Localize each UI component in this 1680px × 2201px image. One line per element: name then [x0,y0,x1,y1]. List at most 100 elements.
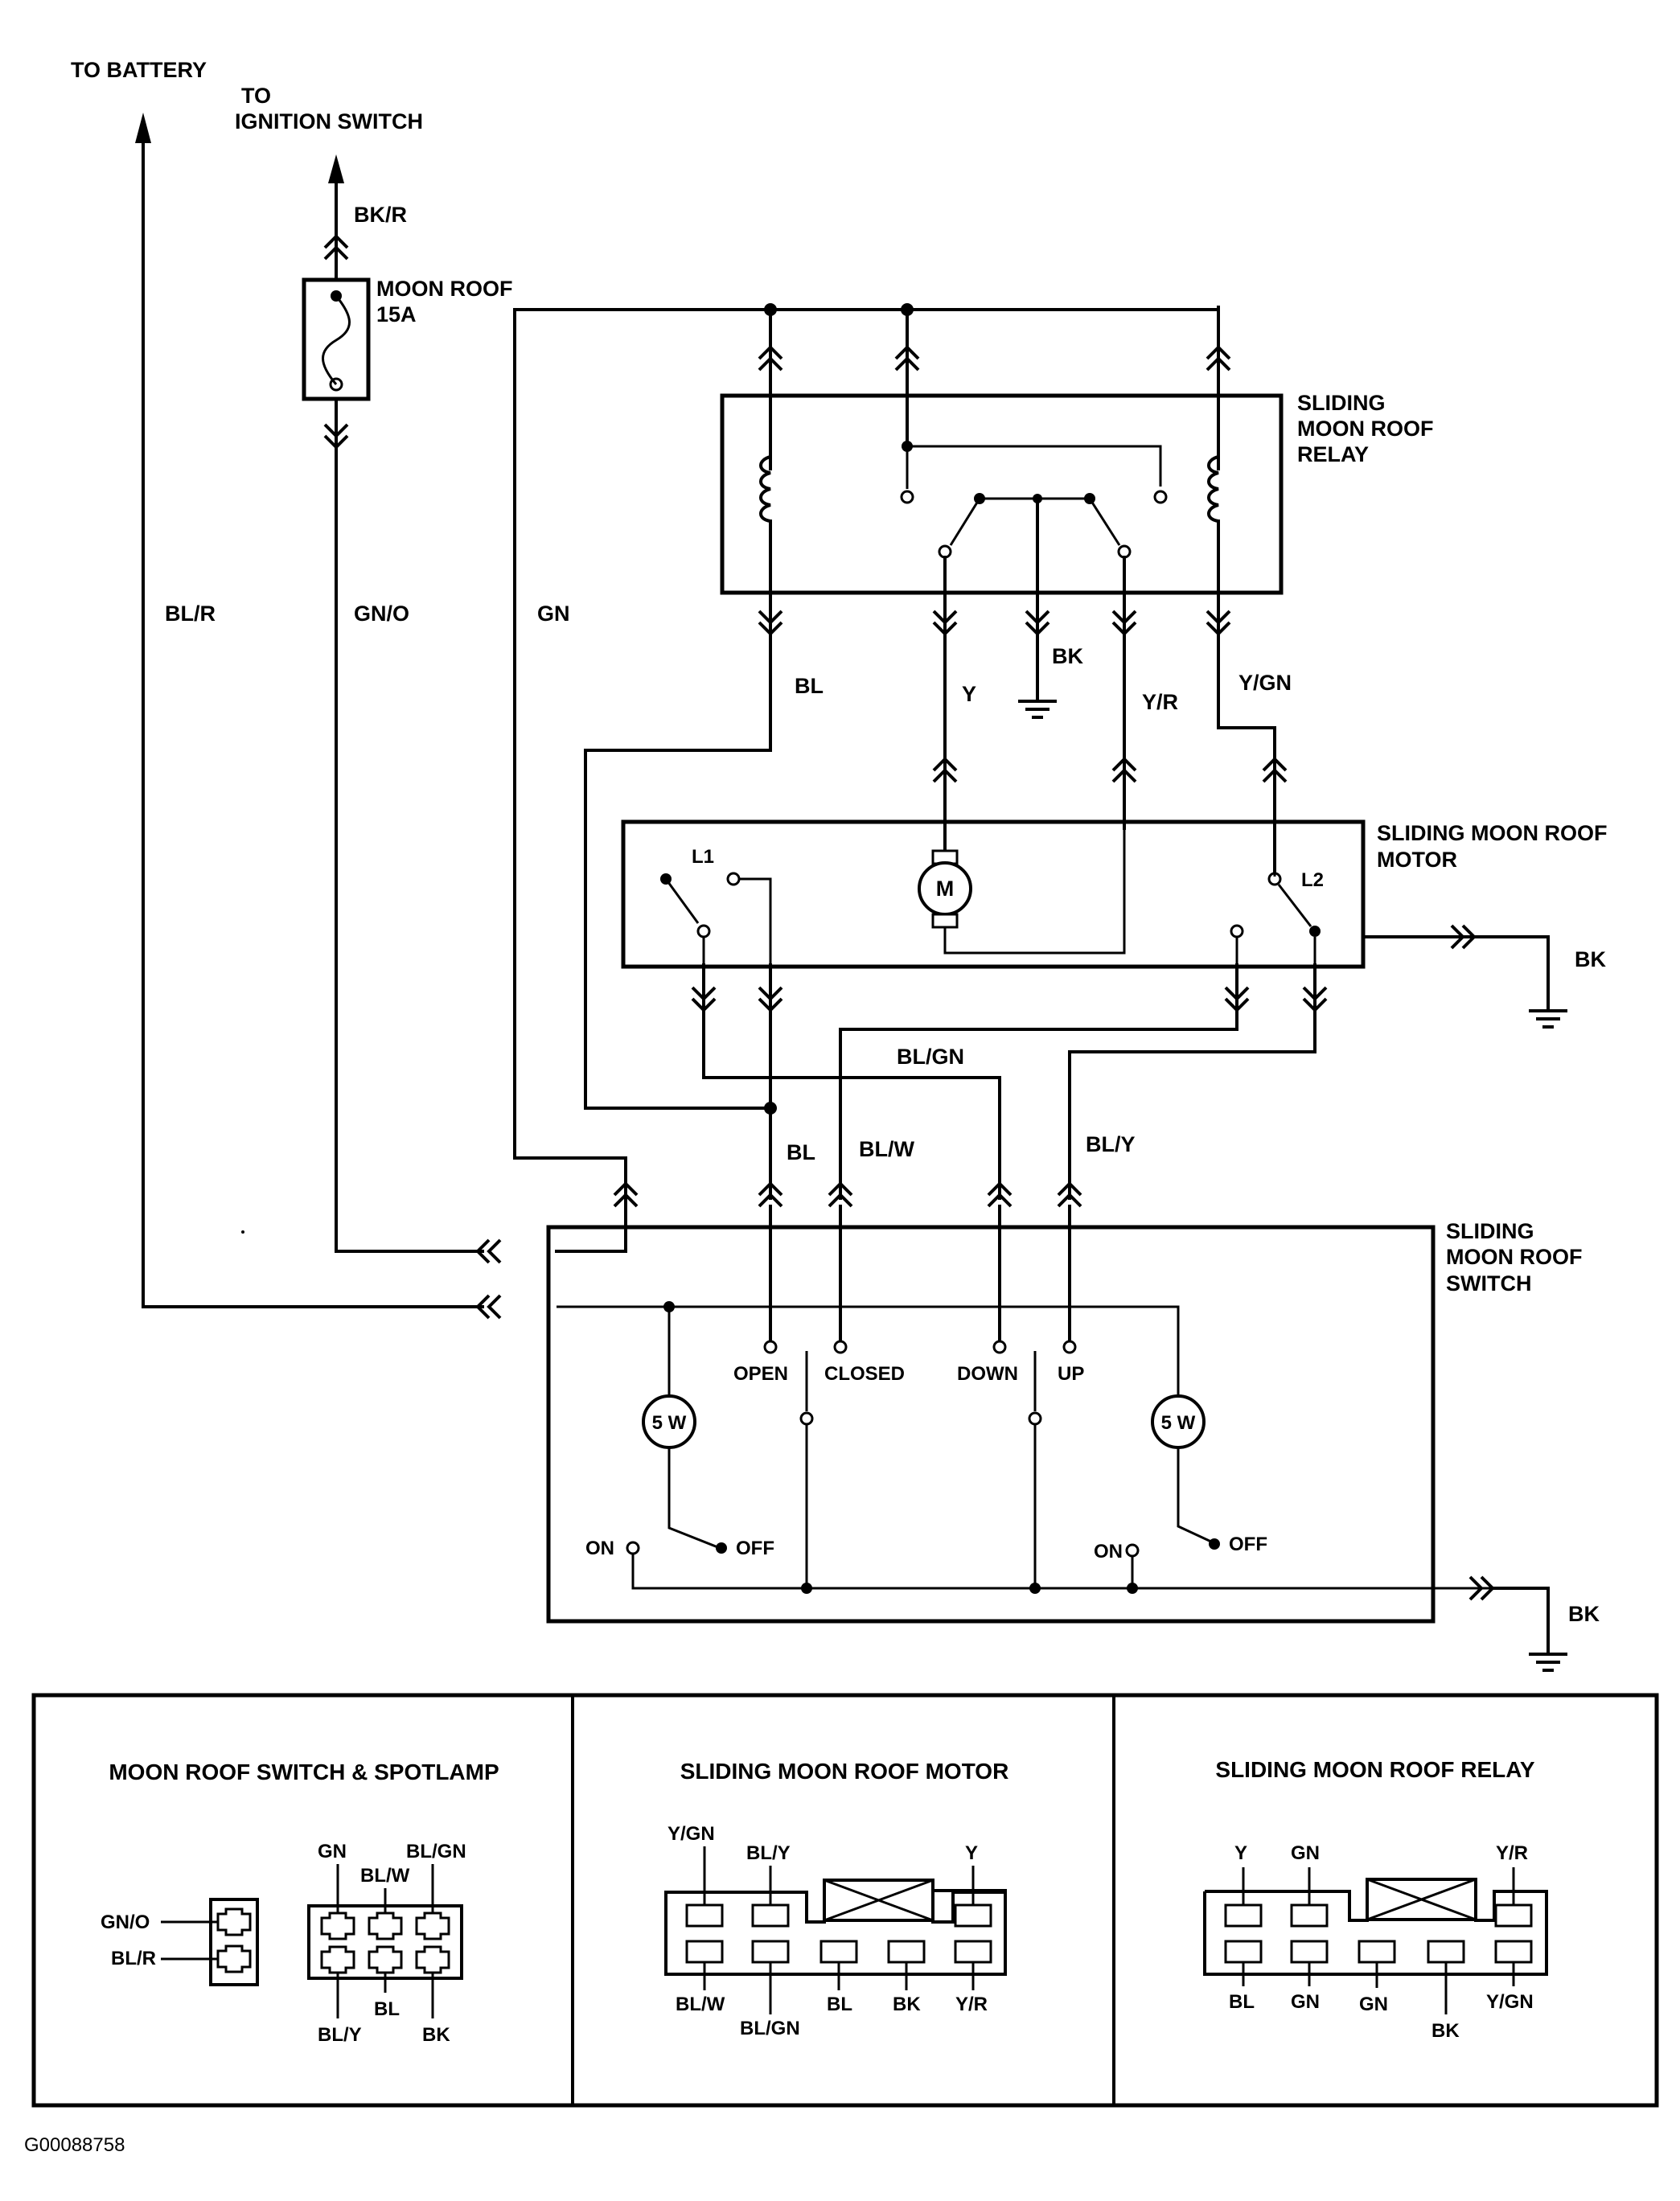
relay-ground-icon [1017,690,1058,719]
panel-2-title: SLIDING MOON ROOF MOTOR [680,1759,1009,1784]
switch-ground-icon [1527,1643,1569,1672]
switch-bk-label: BK [1568,1602,1600,1626]
down-label: DOWN [957,1363,1018,1385]
spotlamp-left-rating: 5 W [652,1412,687,1434]
motor-connector: SLIDING MOON ROOF MOTOR Y/GN BL/Y Y [664,1759,1009,2039]
on-left-label: ON [585,1538,614,1559]
relay-pin-y: Y [1234,1842,1247,1864]
pin-bl: BL [374,1998,400,2020]
bl-r-label: BL/R [165,602,216,626]
switch-label-2: MOON ROOF [1446,1245,1583,1269]
sliding-moon-roof-motor: SLIDING MOON ROOF MOTOR M L1 L2 BK [621,819,1608,1029]
switch-box [546,1225,1436,1624]
relay-motor-wiring [584,658,1288,1110]
relay-label-3: RELAY [1297,442,1369,466]
motor-pin-bl-w: BL/W [676,1994,725,2015]
switch-spotlamp-connector: MOON ROOF SWITCH & SPOTLAMP GN/O BL/R GN… [101,1760,499,2046]
motor-ground-icon [1527,1000,1569,1029]
off-left-label: OFF [736,1538,774,1559]
motor-pin-bl-y: BL/Y [746,1842,791,1864]
limit-1-label: L1 [692,846,714,868]
pin-bl-w: BL/W [360,1865,410,1887]
figure-id: G00088758 [24,2134,125,2156]
fuse-name-label: MOON ROOF [376,277,513,301]
fuse-element-icon [322,295,351,385]
relay-bl-label: BL [795,674,824,698]
connector-panel-frame [31,1693,1659,2108]
relay-pin-gn-bottom: GN [1291,1991,1320,2013]
bl-gn-wire [702,1076,1001,1200]
motor-bk-label: BK [1575,947,1606,971]
relay-pin-gn-top: GN [1291,1842,1320,1864]
motor-pin-y: Y [965,1842,978,1864]
fuse-rating-label: 15A [376,302,417,326]
closed-label: CLOSED [824,1363,905,1385]
battery-feed: TO BATTERY BL/R [71,58,502,1320]
spotlamp-right-rating: 5 W [1161,1412,1196,1434]
spotlamp-left-switch [667,1447,721,1550]
bl-junction [764,1102,777,1115]
battery-label: TO BATTERY [71,58,207,82]
bl-gn-label: BL/GN [897,1045,964,1069]
gn-wire-switch [513,1156,627,1253]
y-gn-wire [1217,726,1276,878]
ignition-label-2: IGNITION SWITCH [235,109,423,133]
relay-pin-y-r: Y/R [1496,1842,1528,1864]
pin-bl-r: BL/R [111,1948,156,1969]
motor-pin-y-r: Y/R [955,1994,988,2015]
relay-yr-label: Y/R [1142,690,1178,714]
motor-label-1: SLIDING MOON ROOF [1377,821,1608,845]
ignition-arrow-icon [328,154,344,183]
off-right-label: OFF [1229,1534,1267,1555]
open-label: OPEN [733,1363,788,1385]
relay-pin-y-gn: Y/GN [1486,1991,1534,2013]
limit-2-switch [1277,884,1312,927]
up-label: UP [1058,1363,1084,1385]
motor-pin-bk: BK [893,1994,921,2015]
pin-bk: BK [422,2024,450,2046]
battery-arrow-icon [135,113,151,143]
sliding-moon-roof-switch: SLIDING MOON ROOF SWITCH OPEN CLOSED DOW… [241,1205,1600,1672]
relay-contact-left [949,498,981,546]
pin-bl-gn: BL/GN [406,1841,466,1862]
switch-bl-w-label: BL/W [859,1137,914,1161]
ignition-label-1: TO [241,84,271,108]
relay-ygn-label: Y/GN [1238,671,1292,695]
panel-1-title: MOON ROOF SWITCH & SPOTLAMP [109,1760,499,1784]
panel-3-title: SLIDING MOON ROOF RELAY [1215,1757,1535,1782]
bl-wire [584,658,772,1110]
relay-connector: SLIDING MOON ROOF RELAY Y GN Y/R BL [1203,1757,1548,2042]
motor-switch-wiring: BL/GN BL BL/W BL/Y [691,963,1328,1208]
relay-pin-bl: BL [1229,1991,1255,2013]
sliding-moon-roof-relay: SLIDING MOON ROOF RELAY BL Y BK Y/R Y/GN [720,391,1434,830]
motor-label-2: MOTOR [1377,848,1457,872]
relay-box [720,393,1284,595]
on-right-label: ON [1094,1541,1123,1562]
switch-label-1: SLIDING [1446,1219,1534,1243]
switch-bl-y-label: BL/Y [1086,1132,1136,1156]
bl-w-wire [839,1026,1238,1200]
pin-bl-y: BL/Y [318,2024,362,2046]
gn-o-label: GN/O [354,602,409,626]
switch-label-3: SWITCH [1446,1271,1531,1296]
motor-pin-bl: BL [827,1994,852,2015]
relay-pin-bk: BK [1431,2020,1460,2042]
pin-gn: GN [318,1841,347,1862]
relay-contact-right [1088,498,1121,546]
spotlamp-right-switch [1177,1447,1214,1544]
gn-label: GN [537,602,570,626]
relay-label-1: SLIDING [1297,391,1386,415]
connector-views: MOON ROOF SWITCH & SPOTLAMP GN/O BL/R GN… [31,1693,1659,2108]
relay-bk-label: BK [1052,644,1083,668]
motor-box [621,819,1366,969]
bk-r-label: BK/R [354,203,407,227]
motor-symbol: M [936,877,955,901]
ignition-feed: TO IGNITION SWITCH BK/R MOON ROOF 15A GN… [235,84,513,1264]
relay-pin-gn-mid: GN [1359,1994,1388,2015]
motor-pin-y-gn: Y/GN [667,1823,715,1845]
switch-bl-label: BL [787,1140,815,1164]
limit-1-switch [664,878,700,924]
relay-y-label: Y [962,682,976,706]
relay-label-2: MOON ROOF [1297,417,1434,441]
